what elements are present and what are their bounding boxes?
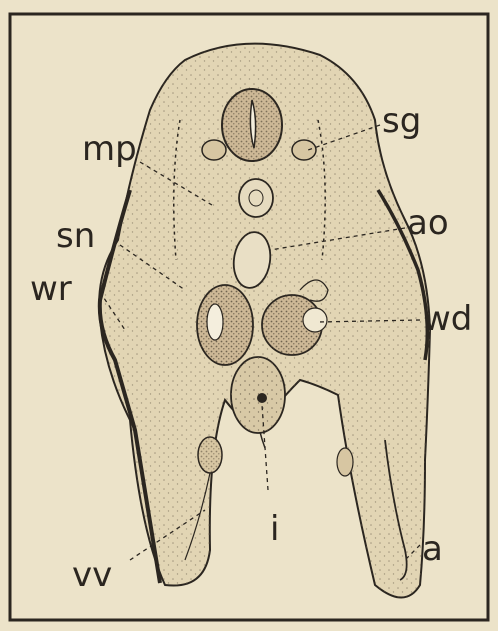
vitelline-vein-texture bbox=[198, 437, 222, 473]
label-wd: wd bbox=[423, 299, 472, 339]
label-vv: vv bbox=[72, 555, 112, 595]
intestinal-lumen bbox=[257, 393, 267, 403]
label-i: i bbox=[270, 509, 279, 549]
label-ao: ao bbox=[407, 203, 449, 243]
notochord bbox=[239, 179, 273, 217]
label-mp: mp bbox=[82, 129, 137, 169]
right-limb-vessel bbox=[337, 448, 353, 476]
left-spinal-ganglion bbox=[202, 140, 226, 160]
label-a: a bbox=[422, 529, 443, 569]
right-spinal-ganglion bbox=[292, 140, 316, 160]
left-wolffian-body-texture bbox=[197, 285, 253, 365]
left-wolffian-duct bbox=[207, 304, 223, 340]
label-sg: sg bbox=[382, 101, 421, 141]
label-wr: wr bbox=[30, 269, 72, 309]
label-sn: sn bbox=[56, 216, 95, 256]
right-wolffian-duct bbox=[303, 308, 327, 332]
